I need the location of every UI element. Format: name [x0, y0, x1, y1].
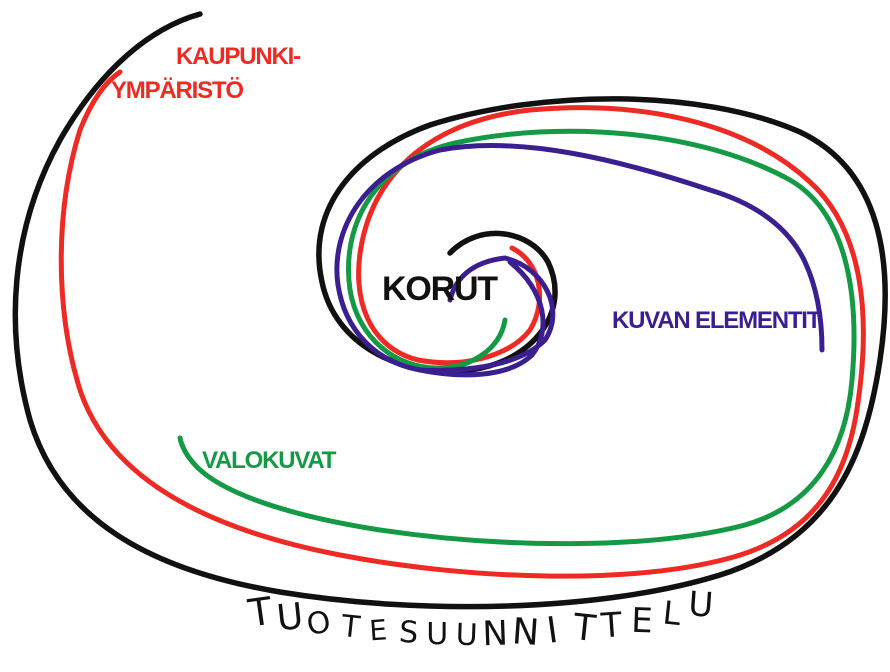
green-spiral-path: [177, 128, 857, 547]
red-label-line2: YMPÄRISTÖ: [111, 77, 243, 104]
bottom-label-letter: T: [599, 605, 624, 646]
bottom-label-letter: T: [570, 607, 598, 650]
bottom-label-letter: L: [661, 593, 683, 633]
bottom-label-letter: T: [339, 609, 363, 646]
bottom-label-letter: S: [398, 615, 419, 651]
green-label: VALOKUVAT: [202, 447, 337, 474]
bottom-label-letter: E: [631, 601, 654, 642]
bottom-label-letter: U: [687, 584, 715, 626]
bottom-label-letter: U: [275, 596, 306, 640]
bottom-label-letter: U: [455, 618, 478, 654]
red-spiral-path: [58, 69, 866, 579]
bottom-label-letter: T: [245, 589, 276, 636]
bottom-label-letter: U: [426, 617, 448, 652]
bottom-label-letter: E: [368, 613, 388, 647]
red-label-line1: KAUPUNKI-: [176, 43, 301, 70]
bottom-label-letter: N: [511, 611, 541, 654]
purple-label: KUVAN ELEMENTIT: [612, 307, 822, 334]
purple-spiral-path: [334, 143, 825, 378]
bottom-label-letter: O: [304, 604, 333, 643]
bottom-label-letter: N: [482, 613, 509, 654]
center-label: KORUT: [382, 270, 498, 308]
bottom-label-letter: I: [544, 610, 560, 652]
